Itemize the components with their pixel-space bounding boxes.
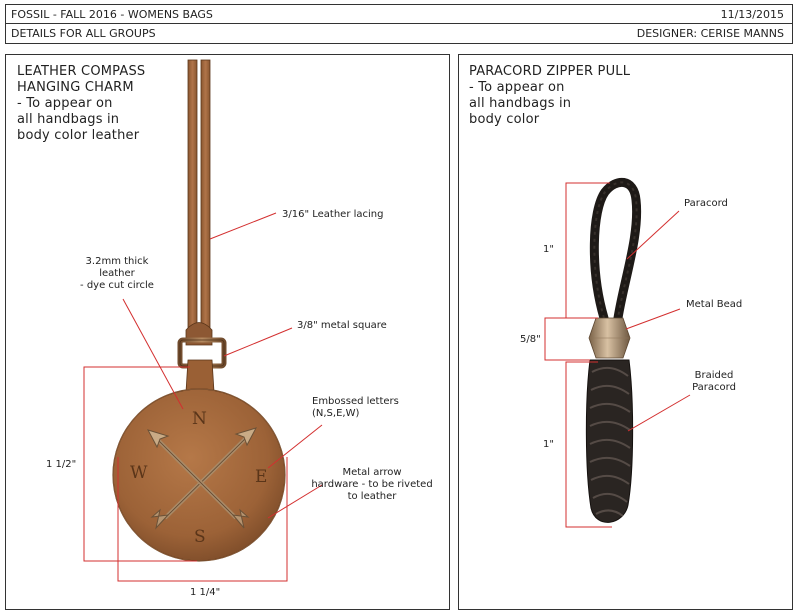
left-desc-line1: - To appear on (17, 96, 113, 111)
sheet-subtitle: DETAILS FOR ALL GROUPS (11, 27, 156, 40)
header-row-2: DETAILS FOR ALL GROUPS DESIGNER: CERISE … (5, 23, 793, 44)
compass-letter-n: N (192, 409, 207, 429)
label-metal-arrow: Metal arrow hardware - to be riveted to … (302, 467, 442, 503)
label-braided-line2: Paracord (692, 382, 736, 393)
right-desc-line1: - To appear on (469, 80, 565, 95)
dimension-loop: 1" (543, 244, 554, 255)
right-desc-line2: all handbags in (469, 96, 572, 111)
label-thick-line1: 3.2mm thick (85, 256, 149, 267)
right-dimension-lines (544, 182, 691, 528)
compass-letter-e: E (255, 467, 268, 487)
sheet-designer: DESIGNER: CERISE MANNS (636, 27, 784, 40)
leather-lacing (185, 59, 213, 346)
metal-bead-icon (588, 317, 631, 359)
left-desc-line3: body color leather (17, 128, 140, 143)
label-thick-leather: 3.2mm thick leather - dye cut circle (72, 256, 162, 292)
left-title-line2: HANGING CHARM (17, 80, 134, 95)
left-panel-title: LEATHER COMPASS HANGING CHARM - To appea… (17, 64, 145, 144)
label-arrow-line2: hardware - to be riveted (311, 479, 433, 490)
label-braided-line1: Braided (694, 370, 734, 381)
dimension-height: 1 1/2" (46, 459, 77, 470)
sheet-date: 11/13/2015 (720, 8, 784, 21)
metal-arrows-icon (146, 427, 258, 530)
label-embossed-letters: Embossed letters (N,S,E,W) (312, 396, 399, 420)
left-title-line1: LEATHER COMPASS (17, 64, 146, 79)
label-arrow-line3: to leather (347, 491, 397, 502)
left-dimension-lines (83, 212, 323, 582)
label-thick-line2: leather (99, 268, 135, 279)
braided-paracord-icon (585, 359, 634, 523)
label-thick-line3: - dye cut circle (80, 280, 154, 291)
compass-letter-s: S (194, 527, 206, 547)
right-panel-title: PARACORD ZIPPER PULL - To appear on all … (469, 64, 630, 128)
left-desc-line2: all handbags in (17, 112, 120, 127)
dimension-width: 1 1/4" (190, 587, 221, 598)
leather-tab (185, 359, 215, 393)
paracord-loop-icon (589, 178, 642, 323)
sheet-title: FOSSIL - FALL 2016 - WOMENS BAGS (11, 8, 213, 21)
right-desc-line3: body color (469, 112, 540, 127)
label-paracord: Paracord (684, 198, 728, 209)
right-title: PARACORD ZIPPER PULL (469, 64, 631, 79)
compass-letter-w: W (130, 463, 148, 483)
dimension-braid: 1" (543, 439, 554, 450)
label-leather-lacing: 3/16" Leather lacing (282, 209, 384, 220)
label-emboss-line1: Embossed letters (312, 396, 399, 407)
label-arrow-line1: Metal arrow (342, 467, 402, 478)
label-metal-square: 3/8" metal square (297, 320, 387, 331)
label-emboss-line2: (N,S,E,W) (312, 408, 360, 419)
label-braided-paracord: Braided Paracord (676, 370, 752, 394)
dimension-bead: 5/8" (520, 334, 541, 345)
label-metal-bead: Metal Bead (686, 299, 743, 310)
